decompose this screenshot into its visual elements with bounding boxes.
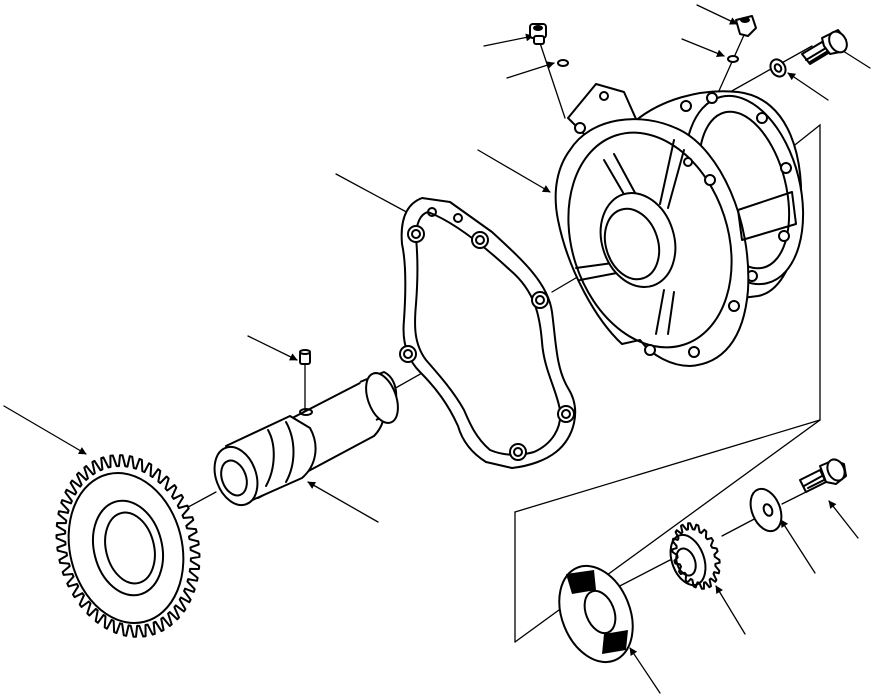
callout-arrow-oring-right <box>681 38 725 57</box>
callout-arrow-large-gear <box>3 405 87 455</box>
washer-to-gear-axis <box>611 559 671 591</box>
lower-group-bracket <box>514 419 821 643</box>
flat-washer <box>749 487 783 533</box>
large-gear <box>55 454 201 638</box>
top-bolt <box>801 29 848 65</box>
bottom-bolt <box>799 458 847 493</box>
callout-arrow-set-screw <box>247 335 298 361</box>
callout-arrow-housing <box>477 149 551 193</box>
gasket <box>399 197 577 469</box>
thrust-washer <box>558 564 634 664</box>
flatwasher-to-bolt-axis <box>781 491 807 505</box>
shaft <box>213 371 399 507</box>
cover-housing <box>554 83 805 367</box>
plug-left-axis <box>539 42 566 119</box>
o-ring-right <box>727 55 739 63</box>
set-screw <box>299 349 311 365</box>
gear-to-flatwasher-axis <box>721 515 761 537</box>
plug-right <box>735 15 757 37</box>
housing-bracket-line <box>514 123 821 643</box>
small-gear <box>669 522 721 590</box>
callout-arrow-shaft <box>307 481 379 523</box>
callout-arrow-plug-right <box>696 4 738 25</box>
callout-arrow-plug-left <box>483 33 534 47</box>
callout-arrow-bottom-bolt <box>828 500 859 539</box>
callout-arrow-small-gear <box>715 585 746 635</box>
callout-arrow-oring-left <box>506 61 555 79</box>
top-washer <box>769 58 787 78</box>
callout-arrow-thrust-washer <box>629 647 661 694</box>
callout-arrow-top-washer <box>787 72 829 101</box>
o-ring-left <box>557 59 569 67</box>
callout-arrows <box>3 4 871 694</box>
callout-arrow-gasket <box>335 173 413 216</box>
plug-left <box>529 23 547 45</box>
callout-arrow-flat-washer <box>780 519 816 574</box>
